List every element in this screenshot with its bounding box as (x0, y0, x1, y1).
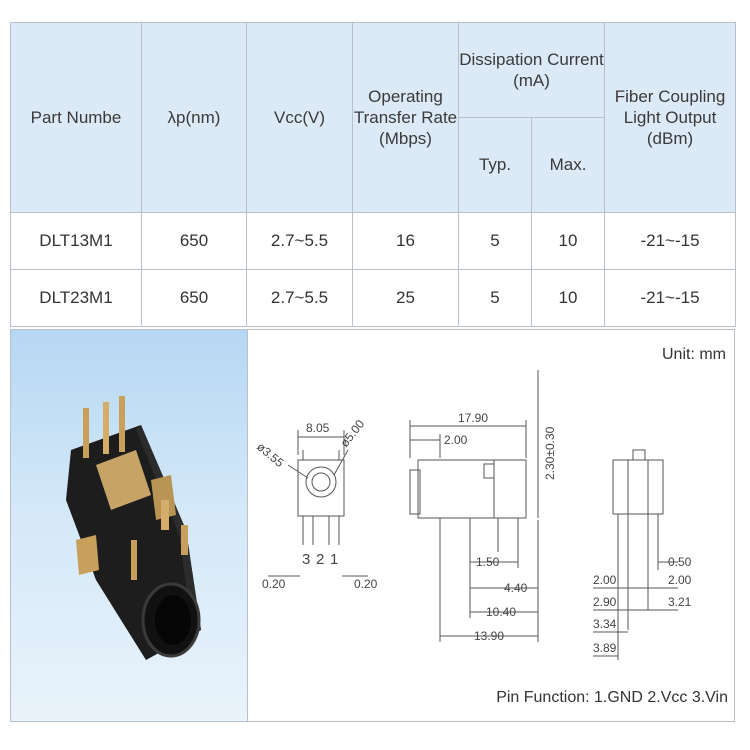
dim-1-50: 1.50 (476, 555, 500, 569)
header-typ: Typ. (458, 117, 532, 213)
end-view (593, 449, 678, 660)
unit-label: Unit: mm (662, 346, 726, 363)
pin-2-label: 2 (316, 551, 324, 568)
dim-4-40: 4.40 (504, 581, 528, 595)
dim-3-89: 3.89 (593, 641, 617, 655)
dim-17-90: 17.90 (458, 411, 488, 425)
dim-2-90: 2.90 (593, 595, 617, 609)
cell-typ: 5 (458, 269, 532, 327)
header-part-number: Part Numbe (10, 22, 142, 213)
dim-2-30: 2.30±0.30 (543, 426, 557, 480)
product-photo (11, 330, 248, 721)
side-view (409, 370, 539, 642)
cell-rate: 25 (352, 269, 459, 327)
cell-typ: 5 (458, 212, 532, 270)
pin-3-label: 3 (302, 551, 310, 568)
dimension-drawing-svg (268, 370, 678, 660)
header-vcc: Vcc(V) (246, 22, 353, 213)
header-max: Max. (530, 117, 606, 213)
cell-max: 10 (530, 269, 606, 327)
header-dissipation-current: Dissipation Current (mA) (457, 22, 606, 118)
table-row: DLT23M1 650 2.7~5.5 25 5 10 -21~-15 (10, 269, 737, 327)
spec-sheet: Part Numbe λp(nm) Vcc(V) Operating Trans… (10, 22, 737, 722)
header-fiber-output: Fiber Coupling Light Output (dBm) (604, 22, 737, 213)
cell-wavelength: 650 (141, 212, 247, 270)
dim-dia-5-00: ø5.00 (337, 417, 367, 450)
product-panel: Unit: mm (10, 329, 735, 722)
front-view (268, 430, 368, 577)
pin-function-label: Pin Function: 1.GND 2.Vcc 3.Vin (496, 689, 728, 706)
dimension-drawing: Unit: mm (248, 330, 734, 721)
dim-3-21: 3.21 (668, 595, 692, 609)
cell-part: DLT13M1 (10, 212, 142, 270)
dim-dia-3-55: ø3.55 (254, 440, 287, 471)
dim-0-50: 0.50 (668, 555, 692, 569)
dim-2-00-left: 2.00 (593, 573, 617, 587)
dim-8-05: 8.05 (306, 421, 330, 435)
connector-photo-icon (66, 396, 201, 660)
dimension-labels: 8.05 ø5.00 ø3.55 3 2 1 0.20 0.20 17.90 2… (254, 411, 692, 655)
pin-1-label: 1 (330, 551, 338, 568)
spec-table: Part Numbe λp(nm) Vcc(V) Operating Trans… (10, 22, 737, 327)
cell-rate: 16 (352, 212, 459, 270)
dim-2-00: 2.00 (444, 433, 468, 447)
dim-0-20-right: 0.20 (354, 577, 378, 591)
cell-wavelength: 650 (141, 269, 247, 327)
header-transfer-rate: Operating Transfer Rate (Mbps) (352, 22, 459, 213)
header-wavelength: λp(nm) (141, 22, 247, 213)
cell-fiber: -21~-15 (604, 269, 737, 327)
dim-2-00-right: 2.00 (668, 573, 692, 587)
cell-fiber: -21~-15 (604, 212, 737, 270)
dim-3-34: 3.34 (593, 617, 617, 631)
cell-vcc: 2.7~5.5 (246, 212, 353, 270)
cell-vcc: 2.7~5.5 (246, 269, 353, 327)
cell-max: 10 (530, 212, 606, 270)
table-row: DLT13M1 650 2.7~5.5 16 5 10 -21~-15 (10, 212, 737, 270)
dim-0-20-left: 0.20 (262, 577, 286, 591)
dim-13-90: 13.90 (474, 629, 504, 643)
cell-part: DLT23M1 (10, 269, 142, 327)
dim-10-40: 10.40 (486, 605, 516, 619)
